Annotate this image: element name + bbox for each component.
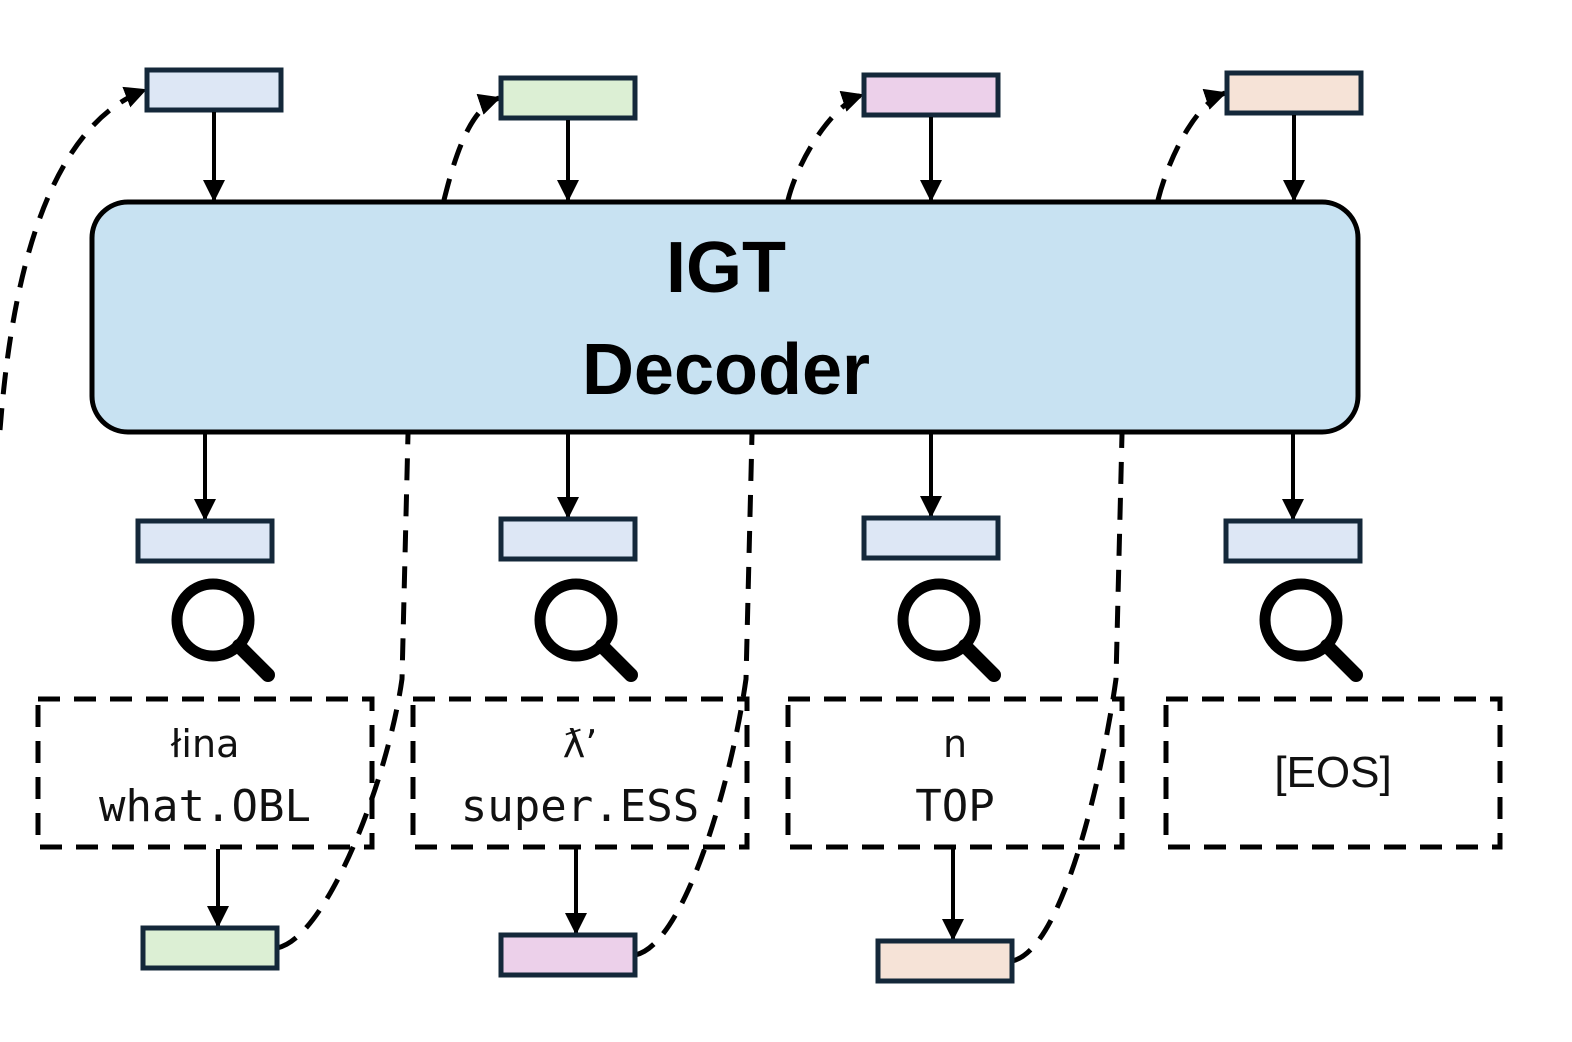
- step-4: [EOS]: [1163, 70, 1503, 850]
- output-state-box: [861, 515, 1001, 561]
- next-input-embedding-box: [140, 925, 280, 971]
- search-icon: [897, 578, 1001, 682]
- gloss-label: TOP: [915, 781, 994, 832]
- source-morpheme: łina: [171, 722, 240, 766]
- feedback-curves: [0, 86, 1227, 964]
- input-embedding-box: [144, 67, 284, 113]
- source-morpheme: n: [943, 722, 967, 766]
- input-embedding-box: [1224, 70, 1364, 116]
- next-input-embedding-box: [875, 938, 1015, 984]
- search-icon: [534, 578, 638, 682]
- decoder-block: IGT Decoder: [89, 199, 1361, 435]
- feedback-curve-upper: [785, 90, 864, 201]
- decoder-title-line2: Decoder: [582, 330, 870, 410]
- step-2: ƛ’ super.ESS: [410, 75, 750, 978]
- retrieved-token-box: ƛ’ super.ESS: [410, 696, 750, 850]
- feedback-curve-lower: [276, 433, 411, 951]
- input-embedding-box: [498, 75, 638, 121]
- output-state-box: [135, 518, 275, 564]
- feedback-curve-lower: [634, 433, 755, 958]
- eos-token: [EOS]: [1274, 748, 1391, 797]
- search-icon: [1259, 578, 1363, 682]
- decoder-title-line1: IGT: [666, 228, 786, 308]
- search-icon: [171, 578, 275, 682]
- gloss-label: what.OBL: [99, 781, 311, 832]
- source-morpheme: ƛ’: [563, 722, 598, 766]
- feedback-curve-initial: [0, 86, 147, 431]
- retrieved-token-box: łina what.OBL: [35, 696, 375, 850]
- decoder-box: [89, 199, 1361, 435]
- feedback-curve-upper: [1155, 88, 1227, 201]
- gloss-label: super.ESS: [461, 781, 699, 832]
- feedback-curve-upper: [441, 93, 501, 201]
- step-1: łina what.OBL: [35, 67, 375, 971]
- next-input-embedding-box: [498, 932, 638, 978]
- input-embedding-box: [861, 72, 1001, 118]
- output-state-box: [1223, 518, 1363, 564]
- feedback-curve-lower: [1011, 433, 1125, 964]
- output-state-box: [498, 516, 638, 562]
- retrieved-token-box: [EOS]: [1163, 696, 1503, 850]
